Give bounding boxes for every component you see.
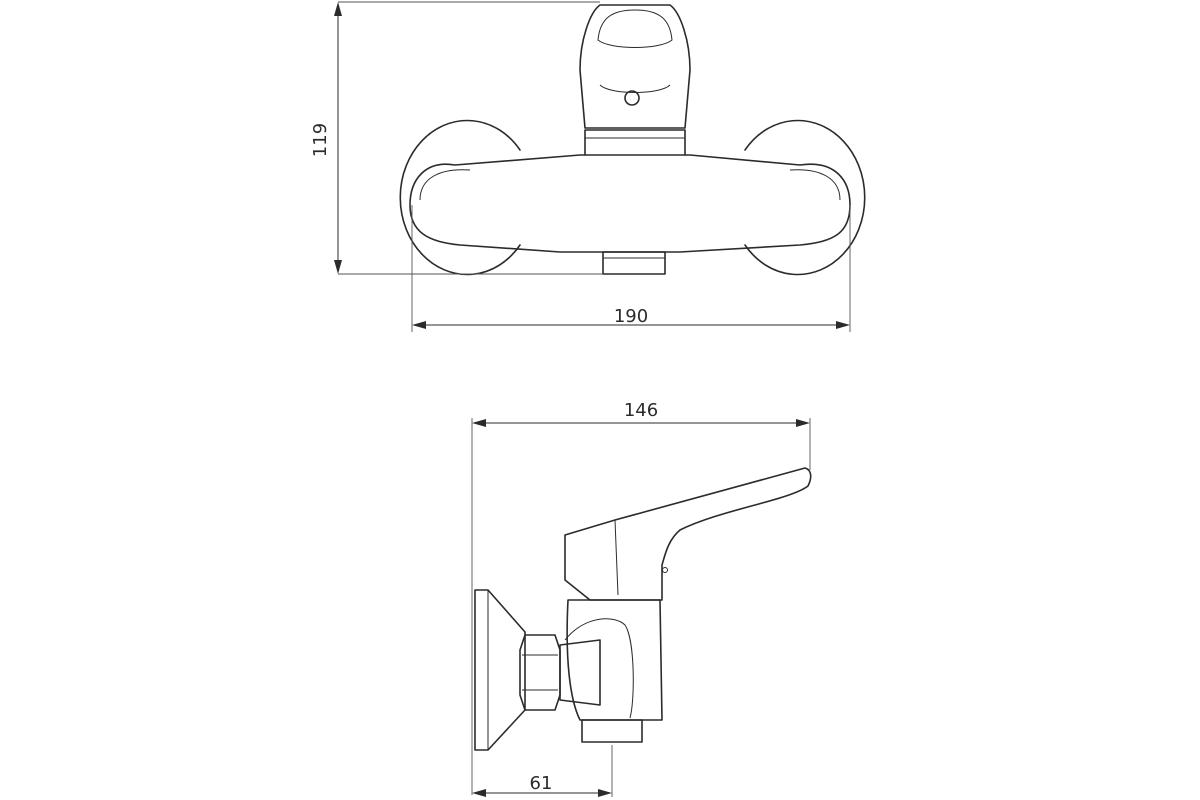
outlet-nipple bbox=[602, 251, 666, 275]
width-arrow-left bbox=[412, 321, 426, 329]
front-view: 119 190 bbox=[310, 1, 866, 332]
width-arrow-right bbox=[836, 321, 850, 329]
offset-arrow-right bbox=[598, 789, 612, 797]
side-view: 146 61 bbox=[471, 400, 812, 797]
hex-nut bbox=[519, 634, 561, 711]
side-lever-edge bbox=[614, 519, 619, 596]
height-label: 119 bbox=[310, 123, 331, 157]
lever-neck bbox=[584, 129, 686, 156]
side-lever bbox=[564, 467, 812, 601]
lever-cap bbox=[579, 4, 691, 129]
lever-cap-inner bbox=[597, 9, 673, 48]
side-outlet bbox=[581, 719, 643, 743]
mixer-body bbox=[409, 154, 851, 253]
side-body-cover bbox=[564, 618, 634, 719]
side-lever-dot bbox=[662, 567, 668, 573]
lever-screw bbox=[624, 90, 640, 106]
depth-arrow-right bbox=[796, 419, 810, 427]
height-arrow-bottom bbox=[334, 260, 342, 274]
left-wall-flange bbox=[399, 119, 521, 276]
depth-label: 146 bbox=[624, 400, 658, 421]
offset-arrow-left bbox=[472, 789, 486, 797]
offset-label: 61 bbox=[530, 773, 553, 794]
mixer-body-contour bbox=[419, 169, 841, 201]
side-wall-flange bbox=[474, 589, 526, 751]
right-wall-flange bbox=[744, 119, 866, 276]
depth-arrow-left bbox=[472, 419, 486, 427]
height-arrow-top bbox=[334, 2, 342, 16]
width-label: 190 bbox=[614, 306, 648, 327]
connector bbox=[559, 639, 601, 706]
